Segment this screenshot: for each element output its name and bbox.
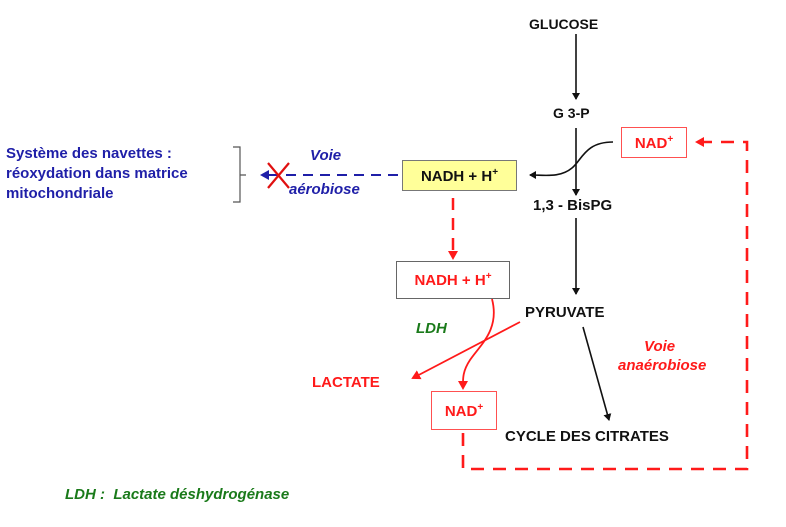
- arrow-pyruvate-lactate: [411, 321, 521, 380]
- nadh-top-label: NADH + H+: [421, 167, 498, 185]
- arrow-nad-regeneration-loop: [461, 137, 749, 471]
- nad-top-box: NAD+: [621, 127, 687, 158]
- arrow-pyruvate-cycle: [582, 326, 612, 421]
- nadh-mid-sup: +: [485, 271, 492, 282]
- nadh-top-sup: +: [492, 166, 499, 178]
- node-glucose: GLUCOSE: [529, 16, 599, 32]
- nad-bottom-text: NAD: [444, 402, 478, 420]
- nadh-mid-box: NADH + H+: [396, 261, 510, 299]
- voie-anaerobiose-line2: anaérobiose: [618, 357, 707, 374]
- nad-bottom-sup: +: [477, 401, 484, 413]
- nadh-mid-label: NADH + H+: [414, 271, 491, 289]
- navettes-line1: Système des navettes :: [6, 145, 172, 162]
- voie-anaerobiose-line1: Voie: [644, 338, 676, 355]
- nadh-mid-text: NADH + H: [414, 272, 486, 289]
- arrow-nad-to-nadh: [529, 141, 614, 180]
- voie-aerobiose-line1: Voie: [310, 147, 342, 164]
- node-bispg: 1,3 - BisPG: [533, 197, 613, 214]
- legend-ldh: LDH : Lactate déshydrogénase: [65, 486, 290, 503]
- node-pyruvate: PYRUVATE: [525, 304, 605, 321]
- node-g3p: G 3-P: [553, 105, 590, 121]
- voie-aerobiose-line2: aérobiose: [289, 181, 360, 198]
- ldh-label: LDH: [416, 320, 447, 337]
- nadh-top-box: NADH + H+: [402, 160, 517, 191]
- navettes-line3: mitochondriale: [6, 185, 114, 202]
- arrow-nadh-to-nad: [457, 298, 495, 390]
- nadh-top-text: NADH + H: [420, 167, 493, 185]
- nad-top-text: NAD: [634, 134, 668, 152]
- nad-bottom-label: NAD+: [445, 402, 483, 420]
- nad-bottom-box: NAD+: [431, 391, 497, 430]
- nad-top-label: NAD+: [635, 134, 673, 152]
- blocked-cross-icon: [267, 162, 290, 189]
- nad-top-sup: +: [667, 133, 674, 145]
- navettes-line2: réoxydation dans matrice: [6, 165, 188, 182]
- bracket: [233, 146, 246, 203]
- node-lactate: LACTATE: [312, 374, 380, 391]
- node-cycle-citrates: CYCLE DES CITRATES: [505, 428, 669, 445]
